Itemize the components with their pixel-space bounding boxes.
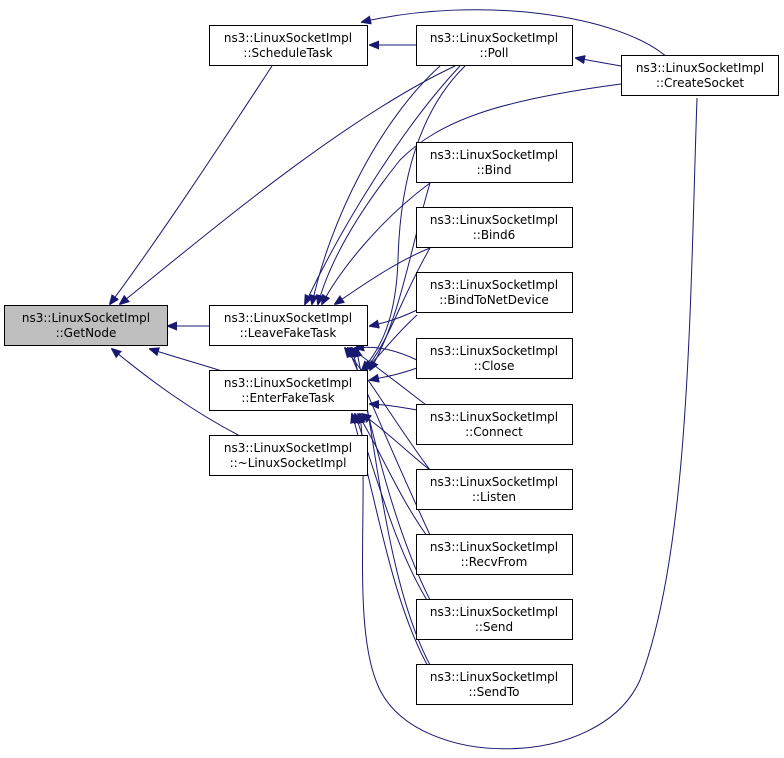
node-poll[interactable]: ns3::LinuxSocketImpl ::Poll [416,25,573,66]
node-destructor[interactable]: ns3::LinuxSocketImpl ::~LinuxSocketImpl [209,435,368,476]
node-scheduletask-method: ::ScheduleTask [243,46,332,60]
node-scheduletask-class: ns3::LinuxSocketImpl [224,31,352,45]
edge-listen-enterfaketask [362,414,431,471]
node-createsocket-class: ns3::LinuxSocketImpl [636,61,764,75]
edge-connect-enterfaketask [370,404,418,411]
node-getnode[interactable]: ns3::LinuxSocketImpl ::GetNode [4,305,168,346]
edge-bind6-leavefaketask [335,247,431,304]
node-scheduletask[interactable]: ns3::LinuxSocketImpl ::ScheduleTask [209,25,368,66]
node-bind6-class: ns3::LinuxSocketImpl [430,213,558,227]
node-leavefaketask-method: ::LeaveFakeTask [240,326,337,340]
node-bindtonetdevice[interactable]: ns3::LinuxSocketImpl ::BindToNetDevice [416,272,573,313]
node-connect-class: ns3::LinuxSocketImpl [430,410,558,424]
node-poll-class: ns3::LinuxSocketImpl [430,31,558,45]
edge-createsocket-leavefaketask [318,83,622,304]
node-send-class: ns3::LinuxSocketImpl [430,605,558,619]
node-bindtonetdevice-method: ::BindToNetDevice [439,293,549,307]
node-enterfaketask[interactable]: ns3::LinuxSocketImpl ::EnterFakeTask [209,370,368,411]
node-getnode-class: ns3::LinuxSocketImpl [22,311,150,325]
node-listen-class: ns3::LinuxSocketImpl [430,475,558,489]
node-bind-class: ns3::LinuxSocketImpl [430,148,558,162]
edge-bindtonetdevice-enterfaketask [365,314,418,370]
node-createsocket[interactable]: ns3::LinuxSocketImpl ::CreateSocket [621,55,779,96]
node-recvfrom-class: ns3::LinuxSocketImpl [430,540,558,554]
node-sendto-method: ::SendTo [469,685,520,699]
node-destructor-class: ns3::LinuxSocketImpl [224,441,352,455]
node-enterfaketask-class: ns3::LinuxSocketImpl [224,376,352,390]
edge-poll2-leavefaketask [312,65,441,304]
edge-scheduletask-getnode [110,65,273,304]
node-send-method: ::Send [475,620,513,634]
node-connect-method: ::Connect [465,425,523,439]
edge-recvfrom-enterfaketask [358,414,431,541]
node-send[interactable]: ns3::LinuxSocketImpl ::Send [416,599,573,640]
node-close-class: ns3::LinuxSocketImpl [430,344,558,358]
node-close[interactable]: ns3::LinuxSocketImpl ::Close [416,338,573,379]
edge-createsocket-scheduletask [362,9,669,59]
edge-listen-leavefaketask [345,348,431,471]
node-recvfrom-method: ::RecvFrom [461,555,528,569]
node-recvfrom[interactable]: ns3::LinuxSocketImpl ::RecvFrom [416,534,573,575]
node-destructor-method: ::~LinuxSocketImpl [230,456,347,470]
edges [110,9,698,750]
node-leavefaketask[interactable]: ns3::LinuxSocketImpl ::LeaveFakeTask [209,305,368,346]
node-bind-method: ::Bind [477,163,512,177]
edge-bindtonetdevice-leavefaketask [370,309,418,326]
node-bind[interactable]: ns3::LinuxSocketImpl ::Bind [416,142,573,183]
edge-createsocket-poll [576,58,622,67]
edge-bind-leavefaketask [322,182,431,304]
node-createsocket-method: ::CreateSocket [656,76,744,90]
edge-poll-enterfaketask [362,65,466,370]
node-listen-method: ::Listen [472,490,516,504]
edge-close-enterfaketask [370,367,418,380]
node-getnode-method: ::GetNode [56,326,117,340]
node-poll-method: ::Poll [480,46,509,60]
node-bind6[interactable]: ns3::LinuxSocketImpl ::Bind6 [416,207,573,248]
edge-poll-getnode [120,65,456,304]
node-sendto-class: ns3::LinuxSocketImpl [430,670,558,684]
node-sendto[interactable]: ns3::LinuxSocketImpl ::SendTo [416,664,573,705]
node-leavefaketask-class: ns3::LinuxSocketImpl [224,311,352,325]
node-bind6-method: ::Bind6 [473,228,516,242]
edge-destructor-getnode [112,349,241,437]
node-connect[interactable]: ns3::LinuxSocketImpl ::Connect [416,404,573,445]
node-enterfaketask-method: ::EnterFakeTask [241,391,334,405]
edge-enterfaketask-getnode [150,349,226,373]
edge-createsocket-enterfaketask [360,97,698,750]
node-bindtonetdevice-class: ns3::LinuxSocketImpl [430,278,558,292]
node-close-method: ::Close [474,359,515,373]
edge-bind6-enterfaketask [365,247,431,370]
node-listen[interactable]: ns3::LinuxSocketImpl ::Listen [416,469,573,510]
